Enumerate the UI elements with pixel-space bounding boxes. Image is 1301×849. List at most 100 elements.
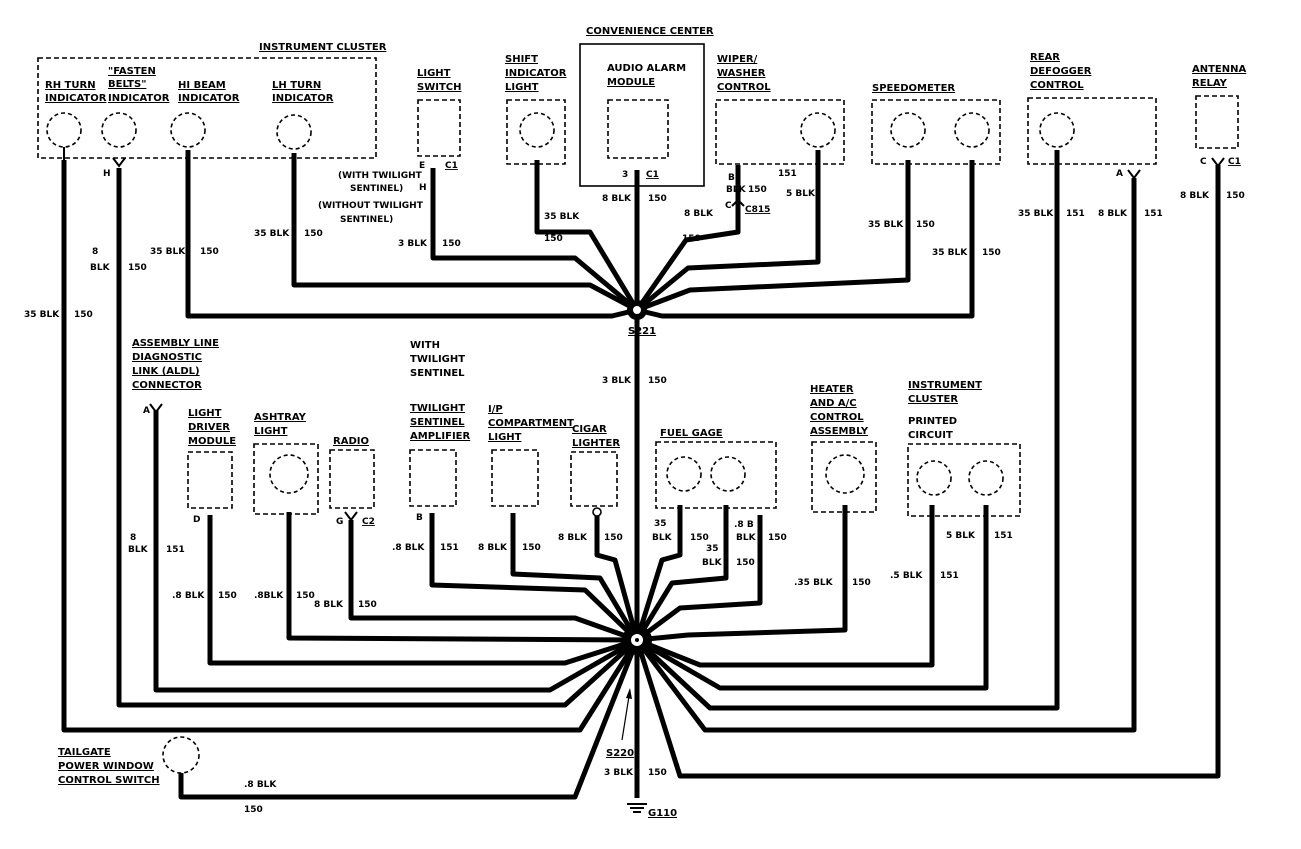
wire-label: 35 <box>654 519 667 529</box>
heater-label-1: HEATER <box>810 384 854 395</box>
wiper-label-1: WIPER/ <box>717 54 758 65</box>
wire-label: 8 BLK <box>1098 209 1128 219</box>
wire-lh-turn <box>291 153 639 313</box>
printed-circuit-label-2: CIRCUIT <box>908 430 953 441</box>
hi-beam-label-1: HI BEAM <box>178 80 226 91</box>
ground-label: G110 <box>648 808 677 819</box>
light-switch-pin-e: E <box>419 161 425 171</box>
radio-box <box>329 449 375 509</box>
wire-label: 150 <box>442 239 461 249</box>
ashtray-light: ASHTRAY LIGHT <box>253 412 319 515</box>
wire-antenna <box>634 165 1221 779</box>
cigar-label-2: LIGHTER <box>572 438 620 449</box>
speedometer: SPEEDOMETER <box>871 83 1001 165</box>
wire-cluster-right <box>635 505 989 691</box>
splice-s221-label: S221 <box>628 326 656 337</box>
wire-label: 8 BLK <box>1180 191 1210 201</box>
antenna-pin-c: C <box>1200 157 1207 167</box>
wire-label: 35 BLK <box>150 247 186 257</box>
wire-label: 150 <box>358 600 377 610</box>
wire-radio <box>348 520 638 643</box>
wiper-c815: C815 <box>745 205 770 215</box>
twilight-note-2: SENTINEL) <box>350 184 403 194</box>
wire-light-driver <box>207 515 638 666</box>
shift-label-1: SHIFT <box>505 54 538 65</box>
fasten-belts-label-1: "FASTEN <box>108 66 156 77</box>
twilight-amp-label-1: TWILIGHT <box>410 403 465 414</box>
radio-connector-icon <box>344 511 358 522</box>
cluster-pc-label-2: CLUSTER <box>908 394 958 405</box>
wiper-box <box>715 99 845 165</box>
light-driver-box <box>187 451 233 509</box>
twilight-amp-label-2: SENTINEL <box>410 417 465 428</box>
cluster-pc-label-1: INSTRUMENT <box>908 380 982 391</box>
fasten-belts-pin: H <box>103 169 111 179</box>
light-switch-box <box>417 99 461 157</box>
wire-label: 150 <box>544 234 563 244</box>
wire-label: 5 BLK <box>786 189 816 199</box>
fuel-gage: FUEL GAGE <box>655 428 777 509</box>
printed-circuit-label-1: PRINTED <box>908 416 957 427</box>
wire-label: 35 BLK <box>1018 209 1054 219</box>
cluster-pc-box <box>907 443 1021 517</box>
wire-label: 150 <box>304 229 323 239</box>
wire-label: 8 BLK <box>314 600 344 610</box>
wire-cluster-left <box>636 505 935 668</box>
audio-alarm-label-1: AUDIO ALARM <box>607 63 686 74</box>
wire-aldl <box>153 410 639 693</box>
wire-group-upper <box>61 150 975 733</box>
wire-label: 8 BLK <box>684 209 714 219</box>
fuel-gage-label: FUEL GAGE <box>660 428 723 439</box>
wire-label: 3 BLK <box>604 768 634 778</box>
light-switch-pin-h: H <box>419 183 427 193</box>
splice-s220-label: S220 <box>606 748 634 759</box>
wire-label: 8 <box>92 247 98 257</box>
wire-defog-right <box>635 178 1137 733</box>
wire-wiper-left <box>634 165 741 312</box>
ip-comp-label-2: COMPARTMENT <box>488 418 574 429</box>
speedometer-label: SPEEDOMETER <box>872 83 955 94</box>
ashtray-box <box>253 443 319 515</box>
antenna-box <box>1195 95 1239 149</box>
wire-label: 151 <box>440 543 459 553</box>
wire-speedo-left <box>636 160 911 313</box>
wire-rh-turn <box>61 160 640 733</box>
wire-label: .8 B <box>734 520 754 530</box>
wire-label: 3 BLK <box>398 239 428 249</box>
wire-light-switch <box>430 168 639 312</box>
wire-label: 151 <box>994 531 1013 541</box>
aldl-label-3: LINK (ALDL) <box>132 366 200 377</box>
wire-label: 150 <box>982 248 1001 258</box>
wiper-label-3: CONTROL <box>717 82 771 93</box>
wire-label: 35 BLK <box>544 212 580 222</box>
wiper-washer: WIPER/ WASHER CONTROL B C C815 <box>715 54 845 215</box>
antenna-label-2: RELAY <box>1192 78 1228 89</box>
instrument-cluster-printed-circuit: INSTRUMENT CLUSTER PRINTED CIRCUIT <box>907 380 1021 517</box>
hi-beam-label-2: INDICATOR <box>178 93 240 104</box>
wire-label: 35 BLK <box>932 248 968 258</box>
light-switch-label-2: SWITCH <box>417 82 461 93</box>
heater-label-2: AND A/C <box>810 398 857 409</box>
instrument-cluster-label: INSTRUMENT CLUSTER <box>259 42 387 53</box>
aldl-label-1: ASSEMBLY LINE <box>132 338 219 349</box>
wire-ip-comp <box>510 513 640 642</box>
twilight-note-3: (WITHOUT TWILIGHT <box>318 201 424 211</box>
ip-comp-label-1: I/P <box>488 404 503 415</box>
defog-pin-a: A <box>1116 169 1123 179</box>
cigar-lighter: CIGAR LIGHTER <box>570 424 620 517</box>
antenna-connector-icon <box>1211 157 1225 168</box>
cigar-terminal-icon <box>592 507 602 517</box>
wire-label: 151 <box>1144 209 1163 219</box>
wire-label: 150 <box>522 543 541 553</box>
wire-label: 151 <box>166 545 185 555</box>
fasten-belts-bulb-icon <box>101 112 137 148</box>
rh-turn-label-1: RH TURN <box>45 80 96 91</box>
wire-label: 150 <box>648 376 667 386</box>
wire-speedo-right <box>636 160 975 319</box>
defog-box <box>1027 97 1157 165</box>
defog-label-1: REAR <box>1030 52 1060 63</box>
with-twilight-2: TWILIGHT <box>410 354 465 365</box>
wire-label: 5 BLK <box>946 531 976 541</box>
wire-label: 150 <box>74 310 93 320</box>
tailgate-label-1: TAILGATE <box>58 747 111 758</box>
